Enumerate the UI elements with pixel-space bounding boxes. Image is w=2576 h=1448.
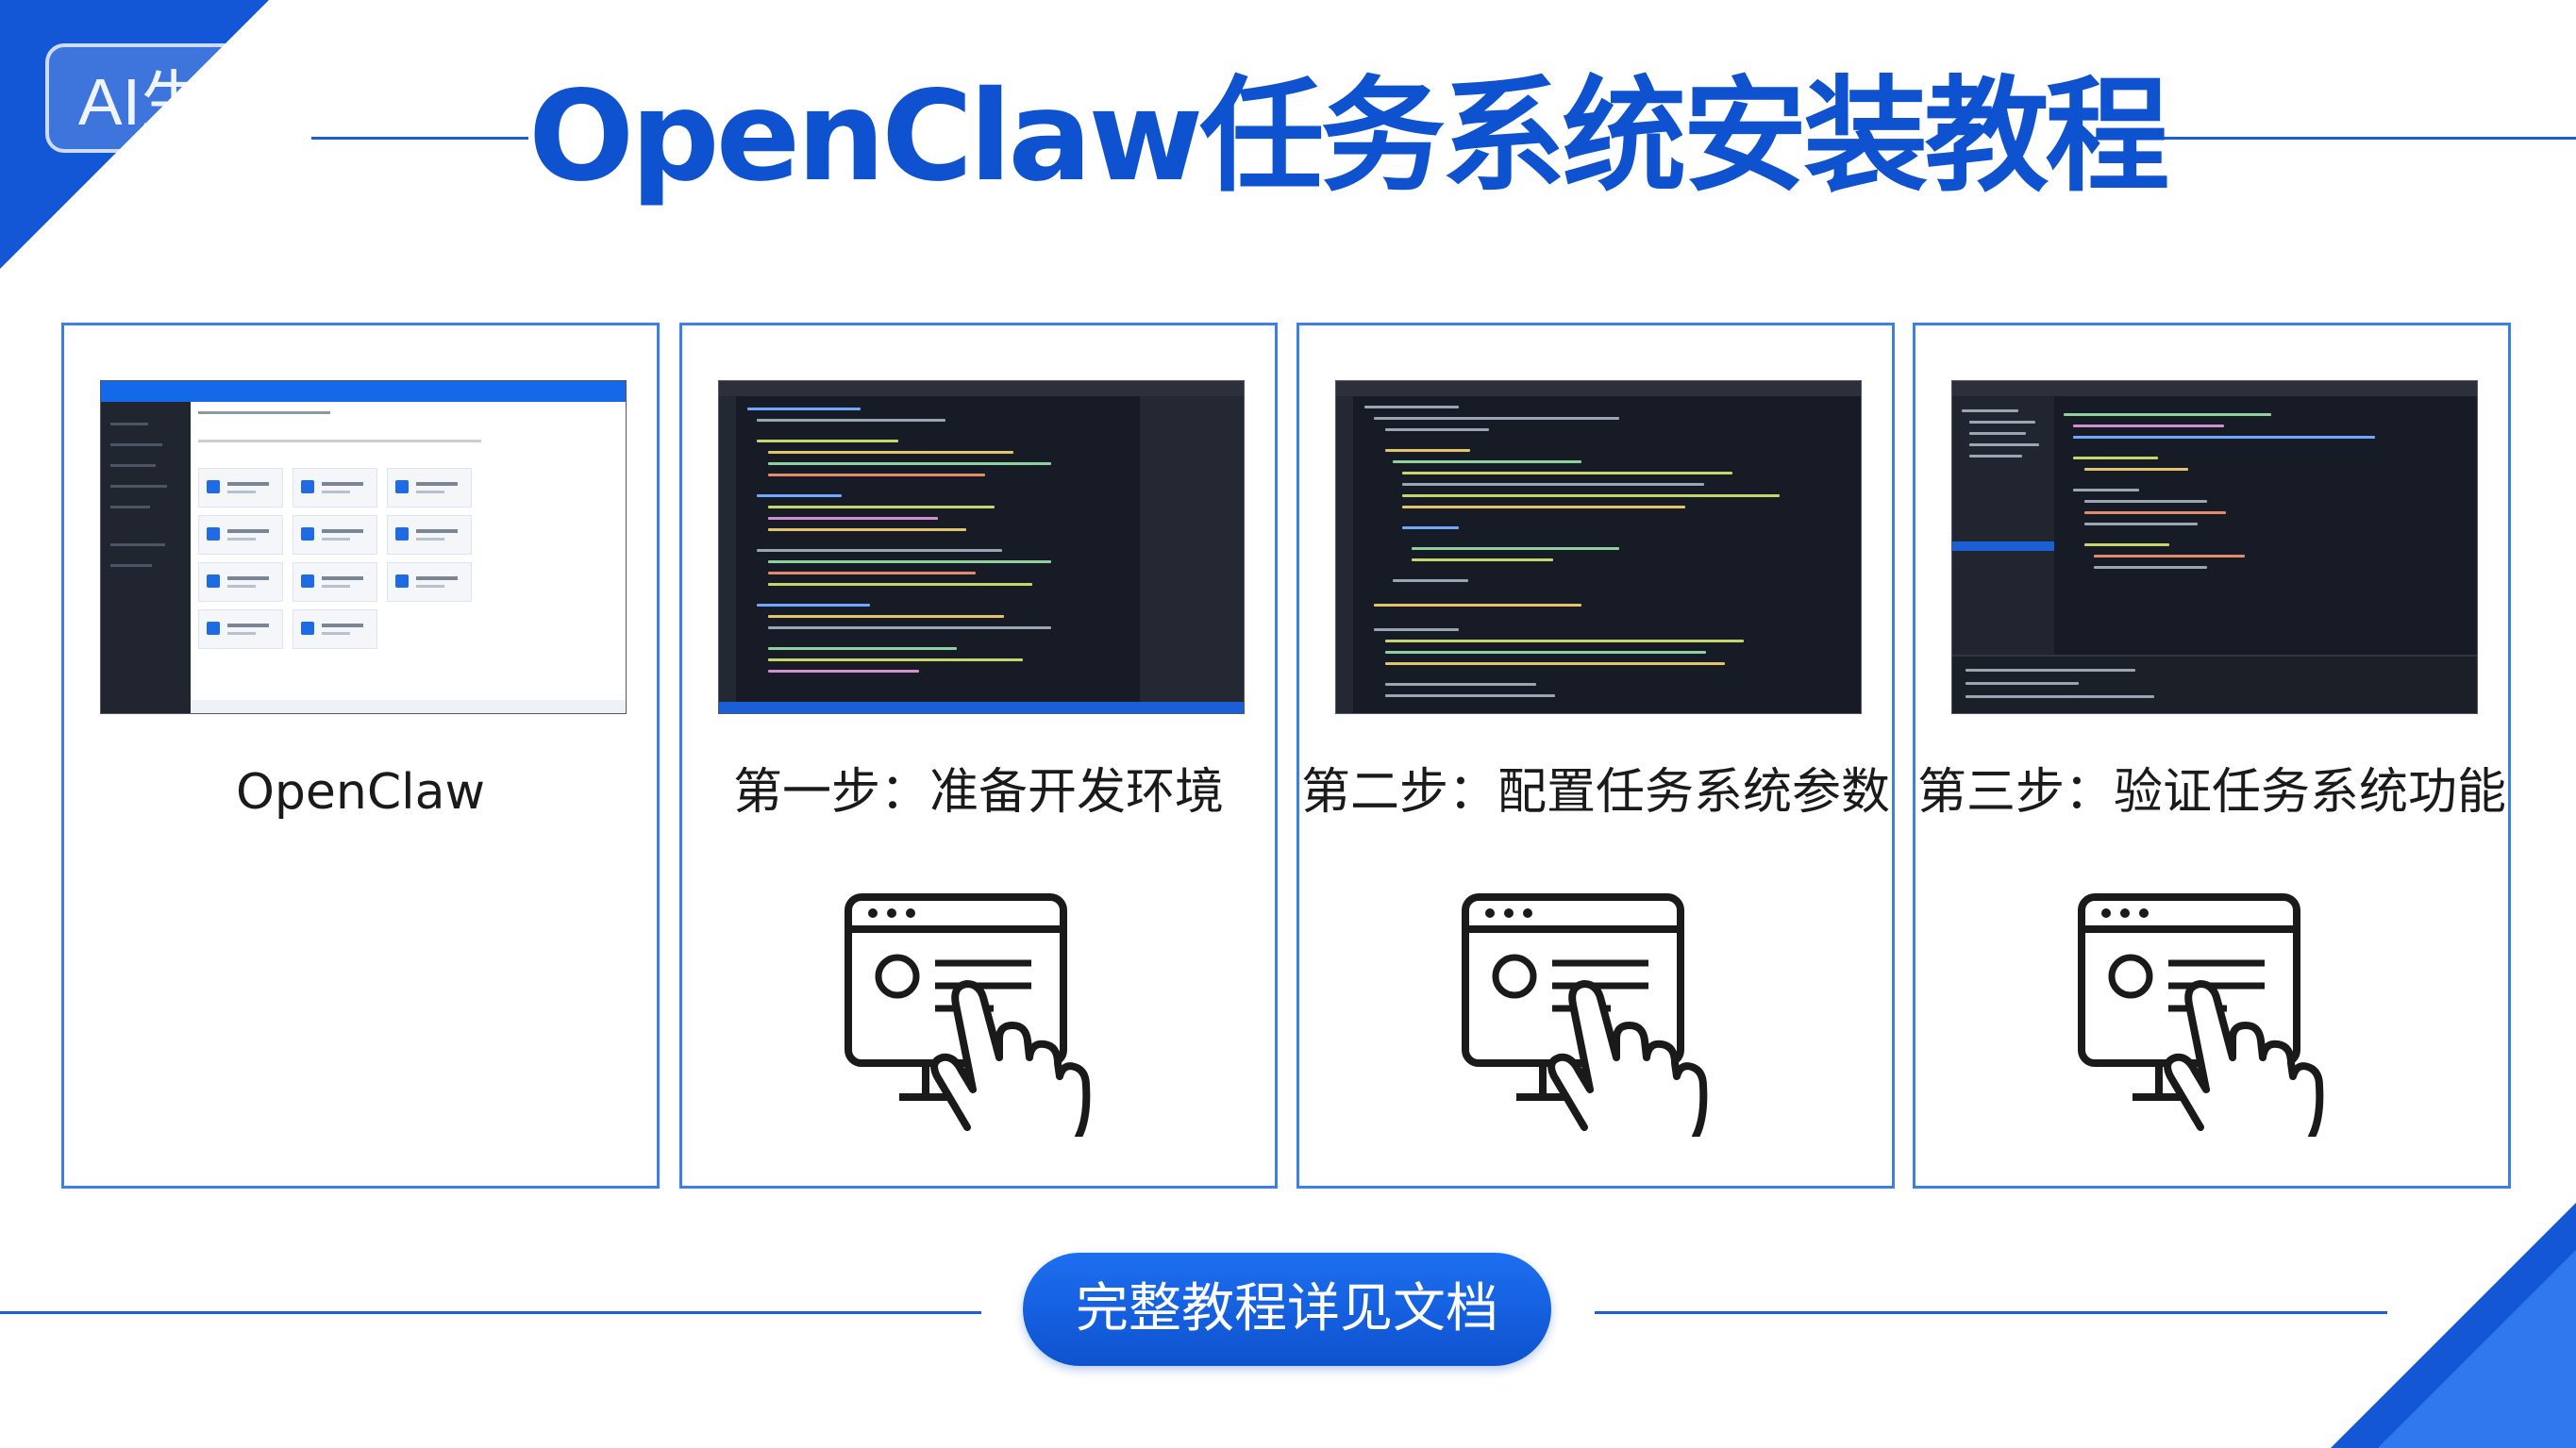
card-caption: OpenClaw xyxy=(235,764,486,821)
card-openclaw: OpenClaw xyxy=(61,323,660,1189)
code-editor-screenshot xyxy=(1951,380,2478,714)
card-caption: 第一步：准备开发环境 xyxy=(732,764,1224,821)
corner-decoration-bottom-right-inner xyxy=(2378,1250,2576,1448)
card-step-1: 第一步：准备开发环境 xyxy=(679,323,1278,1189)
footer-divider-right xyxy=(1595,1311,2387,1314)
monitor-touch-icon xyxy=(845,893,1091,1137)
code-editor-screenshot xyxy=(1335,380,1862,714)
monitor-touch-icon xyxy=(2078,893,2324,1137)
code-editor-screenshot xyxy=(718,380,1245,714)
title-divider-right xyxy=(2076,137,2576,140)
title-divider-left xyxy=(311,137,528,140)
card-caption: 第三步：验证任务系统功能 xyxy=(1916,764,2506,821)
card-step-3: 第三步：验证任务系统功能 xyxy=(1913,323,2511,1189)
monitor-touch-icon xyxy=(1462,893,1708,1137)
card-caption: 第二步：配置任务系统参数 xyxy=(1300,764,1890,821)
full-tutorial-button[interactable]: 完整教程详见文档 xyxy=(1023,1253,1551,1366)
card-step-2: 第二步：配置任务系统参数 xyxy=(1296,323,1895,1189)
footer-divider-left xyxy=(0,1311,981,1314)
page-title: OpenClaw任务系统安装教程 xyxy=(528,64,2169,209)
openclaw-app-screenshot xyxy=(100,380,627,714)
ai-generated-badge: AI生成 xyxy=(45,43,306,153)
